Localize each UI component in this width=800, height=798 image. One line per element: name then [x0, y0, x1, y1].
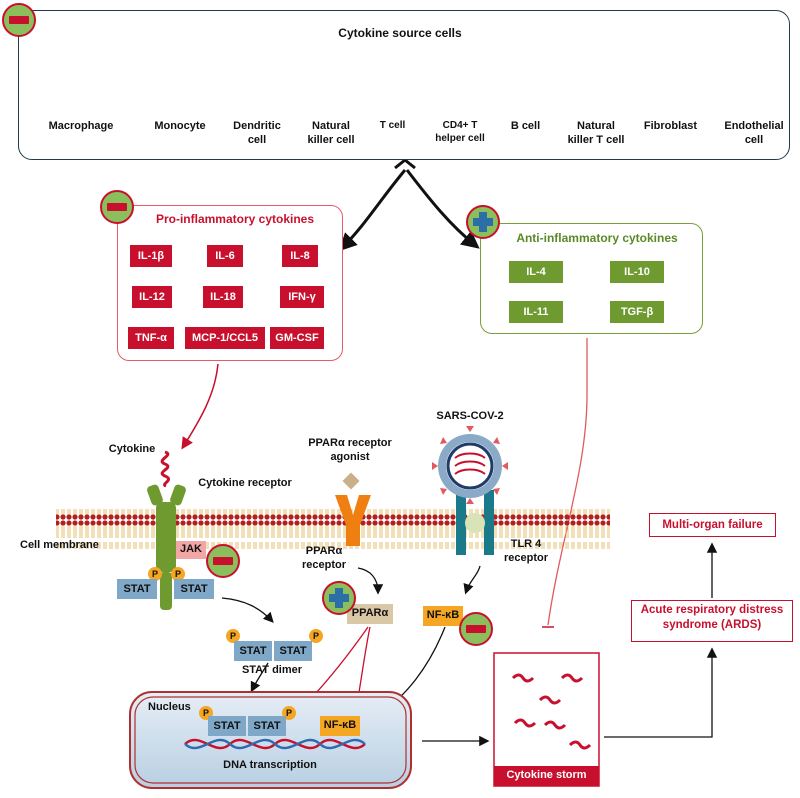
stat-right: STAT: [174, 579, 214, 599]
storm-cytokines-icon: [511, 673, 592, 750]
cytokine-source-cells-panel: [18, 10, 790, 160]
phospho-p: P: [171, 567, 185, 581]
cell-label-macrophage: Macrophage: [48, 120, 114, 132]
pro-title: Pro-inflammatory cytokines: [155, 212, 315, 226]
dna-transcription-label: DNA transcription: [223, 759, 317, 771]
split-arrow-left: [338, 169, 407, 252]
phospho-p: P: [148, 567, 162, 581]
ppar-receptor-label: PPARα receptor: [301, 545, 347, 571]
minus-badge-source: [2, 3, 36, 37]
anti-cytokine-tag: IL-10: [610, 261, 664, 283]
sars-cov-2-label: SARS-COV-2: [436, 410, 504, 422]
minus-badge-pro: [100, 190, 134, 224]
arrow-storm-to-ards: [604, 647, 718, 738]
nucleus-label: Nucleus: [148, 701, 191, 713]
pro-cytokine-tag: IL-1β: [130, 245, 172, 267]
cell-membrane: [56, 509, 610, 549]
cytokine-label: Cytokine: [108, 443, 156, 455]
sars-cov-2-icon: [432, 426, 508, 504]
cytokine-receptor-label: Cytokine receptor: [198, 477, 292, 489]
cell-label-cd4: CD4+ T helper cell: [435, 120, 485, 144]
cell-label-monocyte: Monocyte: [154, 120, 206, 132]
cell-label-bcell: B cell: [510, 120, 541, 132]
phospho-p: P: [309, 629, 323, 643]
minus-badge-nfkb: [459, 612, 493, 646]
pro-cytokine-tag: MCP-1/CCL5: [185, 327, 265, 349]
stat-dimer-label: STAT dimer: [241, 664, 303, 676]
pro-cytokine-tag: IL-12: [132, 286, 172, 308]
jak-box: [176, 541, 206, 559]
ards-box: Acute respiratory distress syndrome (ARD…: [631, 600, 793, 642]
cell-label-fibroblast: Fibroblast: [643, 120, 698, 132]
nucleus-nfkb-box: [320, 716, 360, 736]
pro-cytokine-tag: IL-6: [207, 245, 243, 267]
anti-title: Anti-inflammatory cytokines: [516, 231, 678, 245]
split-arrow-right: [405, 169, 480, 249]
cytokine-storm-label: Cytokine storm: [506, 769, 587, 781]
nucleus-stat-right: STAT: [248, 716, 286, 736]
cytokine-squiggle: [160, 450, 171, 488]
anti-cytokine-tag: IL-4: [509, 261, 563, 283]
ppar-box: [347, 604, 393, 624]
plus-badge-anti: [466, 205, 500, 239]
cell-label-endothelial: Endothelial cell: [724, 120, 784, 146]
ppar-receptor-icon: [335, 495, 371, 546]
nucleus-stat-left: STAT: [208, 716, 246, 736]
phospho-p: P: [226, 629, 240, 643]
cytokine-storm-box: [493, 652, 600, 787]
dna-icon: [184, 738, 366, 750]
arrow-stat-to-dimer: [221, 597, 274, 623]
nfkb-label: NF-κB: [426, 609, 460, 621]
inhibit-anti-to-storm: [547, 338, 588, 626]
nfkb-box: [423, 606, 463, 626]
cell-membrane-label: Cell membrane: [20, 539, 99, 551]
plus-badge-ppar: [322, 581, 356, 615]
pro-cytokine-tag: GM-CSF: [270, 327, 324, 349]
stat-dimer-right: STAT: [274, 641, 312, 661]
arrow-pro-to-cytokine: [181, 363, 219, 450]
cell-label-nk: Natural killer cell: [307, 120, 355, 146]
pro-cytokine-tag: IL-18: [203, 286, 243, 308]
pro-cytokine-tag: IL-8: [282, 245, 318, 267]
nucleus-nfkb-label: NF-κB: [323, 719, 357, 731]
ppar-agonist-diamond: [342, 472, 360, 490]
cell-label-nkt: Natural killer T cell: [567, 120, 625, 146]
ppar-label: PPARα: [351, 607, 389, 619]
cytokine-receptor-icon: [147, 484, 186, 610]
arrow-dimer-to-nucleus: [250, 662, 269, 693]
stat-left: STAT: [117, 579, 157, 599]
cell-label-dendritic: Dendritic cell: [233, 120, 281, 146]
jak-label: JAK: [179, 543, 202, 555]
anti-cytokine-tag: TGF-β: [610, 301, 664, 323]
anti-cytokine-tag: IL-11: [509, 301, 563, 323]
multi-organ-failure-box: Multi-organ failure: [649, 513, 776, 537]
tlr4-receptor-icon: [456, 490, 494, 555]
arrow-ppar-receptor-to-ppar: [357, 567, 384, 595]
pro-cytokine-tag: IFN-γ: [280, 286, 324, 308]
pro-cytokine-tag: TNF-α: [128, 327, 174, 349]
tlr4-label: TLR 4 receptor: [503, 538, 549, 564]
stat-dimer-left: STAT: [234, 641, 272, 661]
cell-label-tcell: T cell: [379, 120, 406, 131]
source-title: Cytokine source cells: [338, 26, 462, 40]
minus-badge-jak: [206, 544, 240, 578]
ppar-agonist-label: PPARα receptor agonist: [308, 437, 392, 463]
arrow-tlr4-to-nfkb: [463, 565, 481, 595]
